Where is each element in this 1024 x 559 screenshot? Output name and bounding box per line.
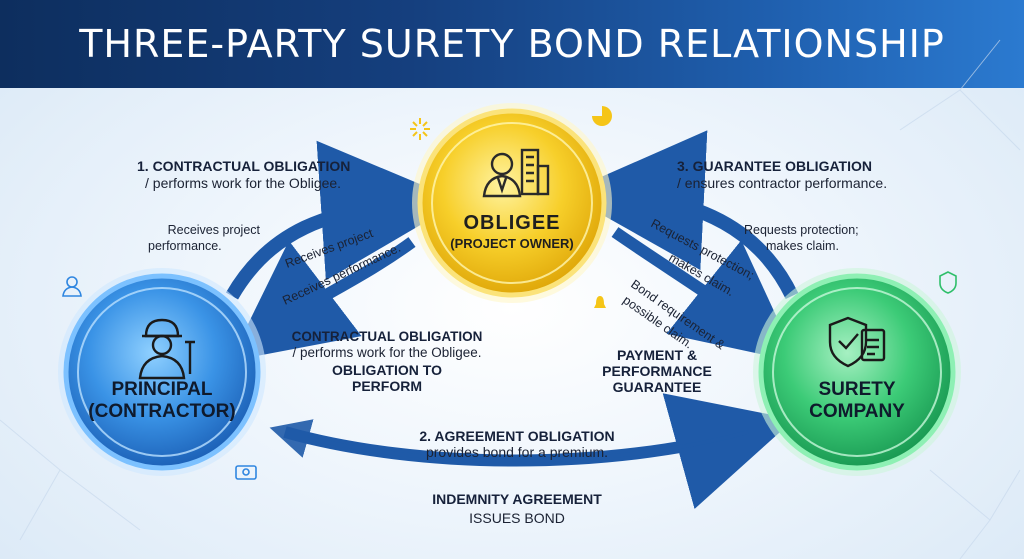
obligee-subtitle: (PROJECT OWNER) bbox=[450, 236, 574, 251]
small-shield-icon bbox=[939, 271, 957, 294]
obligation-to-perform-line2: PERFORM bbox=[352, 378, 422, 394]
payment-line2: PERFORMANCE bbox=[602, 363, 712, 379]
principal-node bbox=[58, 268, 266, 476]
contractual-obligation-mid-text: / performs work for the Obligee. bbox=[292, 345, 482, 360]
obligation-to-perform-line1: OBLIGATION TO bbox=[332, 362, 442, 378]
background-network bbox=[0, 39, 1021, 559]
shield-document-icon bbox=[828, 316, 886, 368]
indemnity-agreement-heading: INDEMNITY AGREEMENT bbox=[432, 491, 602, 507]
receives-line2: performance. bbox=[148, 239, 222, 253]
business-person-building-icon bbox=[482, 148, 550, 198]
agreement-obligation-text: provides bond for a premium. bbox=[425, 444, 609, 460]
surety-subtitle: COMPANY bbox=[809, 400, 905, 422]
arrow-obligee-to-principal bbox=[229, 237, 416, 362]
obligation-to-perform: OBLIGATION TO PERFORM bbox=[322, 362, 452, 394]
contractual-obligation-mid: CONTRACTUAL OBLIGATION / performs work f… bbox=[262, 329, 512, 361]
title-bar: THREE-PARTY SURETY BOND RELATIONSHIP bbox=[0, 0, 1024, 88]
guarantee-obligation-top: 3. GUARANTEE OBLIGATION / ensures contra… bbox=[677, 158, 887, 192]
agreement-obligation: 2. AGREEMENT OBLIGATION provides bond fo… bbox=[392, 428, 642, 460]
guarantee-obligation-top-text: / ensures contractor performance. bbox=[677, 175, 888, 191]
contractual-obligation-mid-heading: CONTRACTUAL OBLIGATION bbox=[291, 329, 483, 344]
small-pie-chart-icon bbox=[592, 106, 612, 126]
arrow-surety-to-principal bbox=[269, 419, 749, 463]
small-worker-icon bbox=[62, 276, 82, 297]
obligee-title: OBLIGEE bbox=[463, 212, 561, 234]
obligee-node bbox=[412, 103, 612, 303]
indemnity-agreement: INDEMNITY AGREEMENT ISSUES BOND bbox=[392, 490, 642, 528]
payment-line3: GUARANTEE bbox=[612, 379, 702, 395]
principal-subtitle: (CONTRACTOR) bbox=[88, 400, 236, 422]
contractual-obligation-top-text: / performs work for the Obligee. bbox=[145, 175, 342, 191]
guarantee-obligation-top-heading: 3. GUARANTEE OBLIGATION bbox=[677, 158, 872, 174]
small-sparkle-icon bbox=[410, 118, 430, 140]
contractual-obligation-top-heading: 1. CONTRACTUAL OBLIGATION bbox=[137, 158, 351, 174]
construction-worker-icon bbox=[138, 318, 195, 380]
contractual-obligation-top: 1. CONTRACTUAL OBLIGATION / performs wor… bbox=[137, 158, 350, 192]
requests-line2: makes claim. bbox=[766, 239, 839, 253]
surety-title: SURETY bbox=[818, 379, 896, 400]
requests-line1: Requests protection; bbox=[744, 223, 859, 237]
principal-title: PRINCIPAL bbox=[111, 379, 213, 400]
receives-project-performance: Receives project performance. bbox=[148, 222, 260, 254]
surety-node bbox=[753, 268, 961, 476]
receives-line1: Receives project bbox=[167, 223, 260, 237]
requests-protection-claim: Requests protection; makes claim. bbox=[744, 222, 859, 254]
issues-bond-text: ISSUES BOND bbox=[469, 510, 565, 526]
small-cash-icon bbox=[235, 465, 257, 480]
diagram-title: THREE-PARTY SURETY BOND RELATIONSHIP bbox=[79, 22, 945, 66]
small-bell-icon bbox=[594, 296, 606, 308]
arrow-obligee-to-surety bbox=[611, 227, 798, 362]
agreement-obligation-heading: 2. AGREEMENT OBLIGATION bbox=[419, 428, 615, 444]
payment-line1: PAYMENT & bbox=[616, 347, 698, 363]
payment-performance-guarantee: PAYMENT & PERFORMANCE GUARANTEE bbox=[592, 347, 722, 395]
